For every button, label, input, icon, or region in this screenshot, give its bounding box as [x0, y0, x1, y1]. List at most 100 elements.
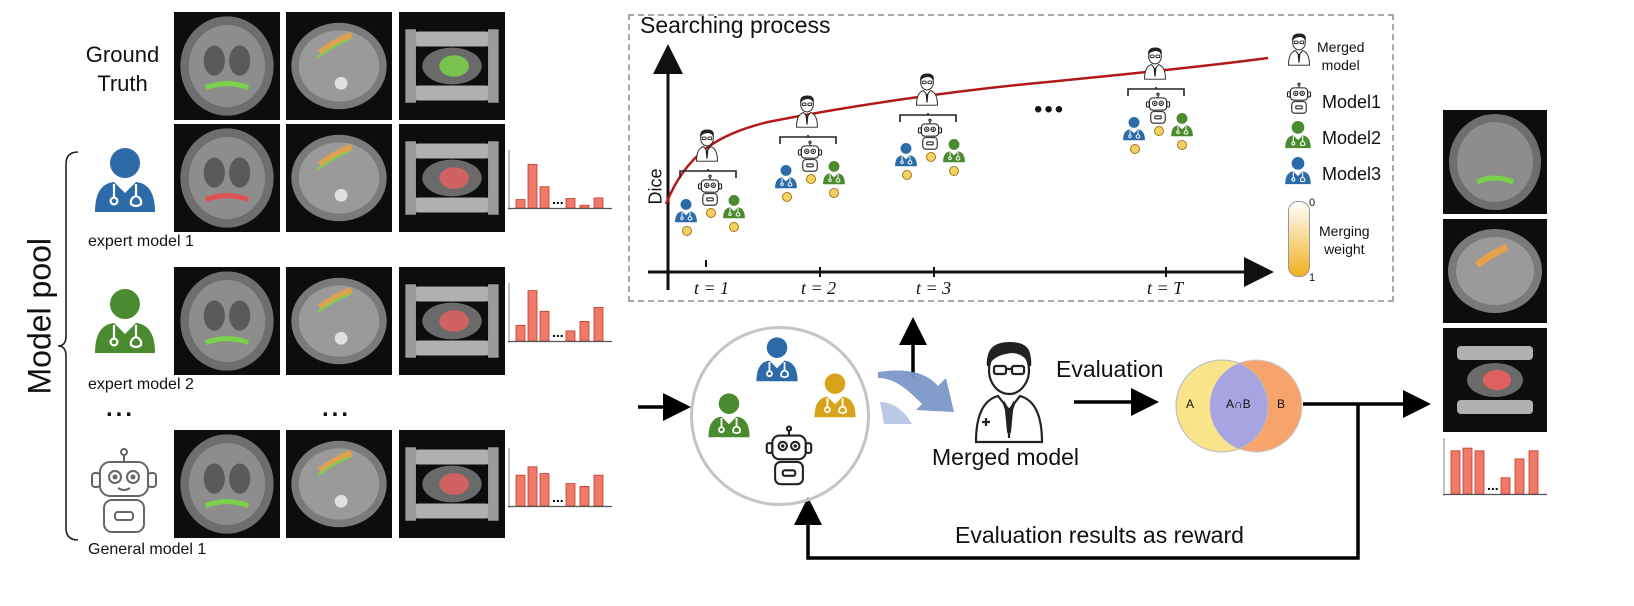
scan-ground-truth-pelvis	[399, 12, 505, 120]
tree-model2-icon	[942, 138, 966, 169]
scan-general-1-pelvis	[399, 430, 505, 538]
candidate-orange-expert-icon	[812, 372, 858, 425]
tree-model2-icon	[822, 160, 846, 191]
output-scan-abdomen	[1443, 219, 1547, 323]
legend-model1: Model1	[1322, 92, 1382, 112]
scan-expert-1-abdomen	[286, 124, 392, 232]
merging-weight-histogram-expert-1: ...	[508, 150, 612, 210]
venn-diagram	[1175, 359, 1303, 453]
venn-label-ab: A∩B	[1226, 397, 1251, 411]
tree-bracket	[678, 166, 738, 184]
legend-merged-model-icon	[1286, 32, 1312, 71]
tree-model2-icon	[722, 194, 746, 225]
general-model-1-robot-icon	[91, 448, 157, 533]
scan-expert-2-abdomen	[286, 267, 392, 375]
colorbar-min: 0	[1309, 197, 1316, 209]
colorbar-max: 1	[1309, 272, 1316, 284]
tree-model1-robot-icon	[697, 174, 723, 211]
tree-bracket	[778, 132, 838, 150]
tree-merged-model-icon	[1142, 46, 1168, 85]
histogram-ellipsis: ...	[552, 489, 564, 505]
scan-ground-truth-brain	[174, 12, 280, 120]
expert-model-2-label: expert model 2	[88, 376, 194, 393]
general-model-1-label: General model 1	[88, 541, 207, 558]
scan-ground-truth-abdomen	[286, 12, 392, 120]
tick-t3: t = 3	[916, 278, 952, 298]
tick-t1: t = 1	[694, 278, 730, 298]
merged-model-icon	[974, 342, 1044, 444]
merging-weight-dot	[706, 208, 716, 218]
venn-intersection	[1210, 360, 1268, 452]
output-merging-weight-histogram: ...	[1443, 438, 1547, 496]
candidate-green-expert-icon	[706, 392, 752, 445]
venn-label-b: B	[1277, 397, 1286, 411]
scan-expert-2-pelvis	[399, 267, 505, 375]
expert-model-2-icon	[95, 289, 155, 353]
histogram-bar	[1450, 450, 1461, 495]
tree-model3-icon	[1122, 116, 1146, 147]
tree-merged-model-icon	[694, 128, 720, 167]
tree-bracket	[898, 110, 958, 128]
reward-feedback-arrow	[794, 404, 1360, 560]
legend-merged-model: Merged model	[1317, 39, 1365, 73]
output-scan-pelvis	[1443, 328, 1547, 432]
tree-model1-robot-icon	[797, 140, 823, 177]
searching-process-panel	[628, 14, 1394, 302]
merging-weight-histogram-expert-2: ...	[508, 283, 612, 343]
ground-truth-label: Ground Truth	[85, 42, 160, 96]
merging-weight-dot	[926, 152, 936, 162]
reward-label: Evaluation results as reward	[955, 522, 1244, 548]
pool-ellipsis-middle: ...	[322, 395, 352, 422]
legend-model3: Model3	[1322, 164, 1382, 184]
merged-model-label: Merged model	[932, 444, 1080, 470]
search-step-ellipsis: •••	[1034, 96, 1066, 123]
scan-general-1-abdomen	[286, 430, 392, 538]
tree-model3-icon	[894, 142, 918, 173]
candidate-blue-expert-icon	[754, 336, 800, 389]
histogram-bar	[1500, 477, 1511, 495]
evaluation-label: Evaluation	[1056, 356, 1164, 382]
merging-weight-dot	[782, 192, 792, 202]
merging-weight-dot	[1154, 126, 1164, 136]
expert-model-1-icon	[95, 148, 155, 212]
expert-model-1-label: expert model 1	[88, 233, 194, 250]
legend-model2-icon	[1284, 120, 1312, 155]
tree-model2-icon	[1170, 112, 1194, 143]
tree-merged-model-icon	[914, 72, 940, 111]
searching-process-title: Searching process	[640, 12, 831, 38]
output-scan-brain	[1443, 110, 1547, 214]
merging-weight-dot	[729, 222, 739, 232]
venn-label-a: A	[1186, 397, 1195, 411]
merging-weight-colorbar	[1288, 201, 1310, 277]
histogram-ellipsis: ...	[1487, 477, 1499, 493]
histogram-ellipsis: ...	[552, 191, 564, 207]
legend-merging-weight: Merging weight	[1319, 223, 1370, 257]
merging-weight-dot	[682, 226, 692, 236]
histogram-bar	[1462, 447, 1473, 495]
merging-weight-dot	[1130, 144, 1140, 154]
candidate-general-robot-icon	[764, 424, 814, 491]
tree-model1-robot-icon	[917, 118, 943, 155]
scan-expert-1-brain	[174, 124, 280, 232]
merge-flow-arrow	[878, 370, 954, 412]
tree-merged-model-icon	[794, 94, 820, 133]
merging-weight-dot	[1177, 140, 1187, 150]
scan-general-1-brain	[174, 430, 280, 538]
tick-t2: t = 2	[801, 278, 837, 298]
tree-bracket	[1126, 84, 1186, 102]
tick-tT: t = T	[1147, 278, 1184, 298]
merging-weight-dot	[902, 170, 912, 180]
scan-expert-1-pelvis	[399, 124, 505, 232]
tree-model1-robot-icon	[1145, 92, 1171, 129]
legend-model2: Model2	[1322, 128, 1382, 148]
merging-weight-histogram-general-1: ...	[508, 448, 612, 508]
scan-expert-2-brain	[174, 267, 280, 375]
histogram-bar	[1474, 450, 1485, 495]
tree-model3-icon	[674, 198, 698, 229]
model-pool-brace	[58, 151, 79, 541]
merging-weight-dot	[829, 188, 839, 198]
candidate-models-circle	[690, 326, 870, 506]
histogram-bar	[1514, 458, 1525, 495]
legend-model3-icon	[1284, 156, 1312, 191]
